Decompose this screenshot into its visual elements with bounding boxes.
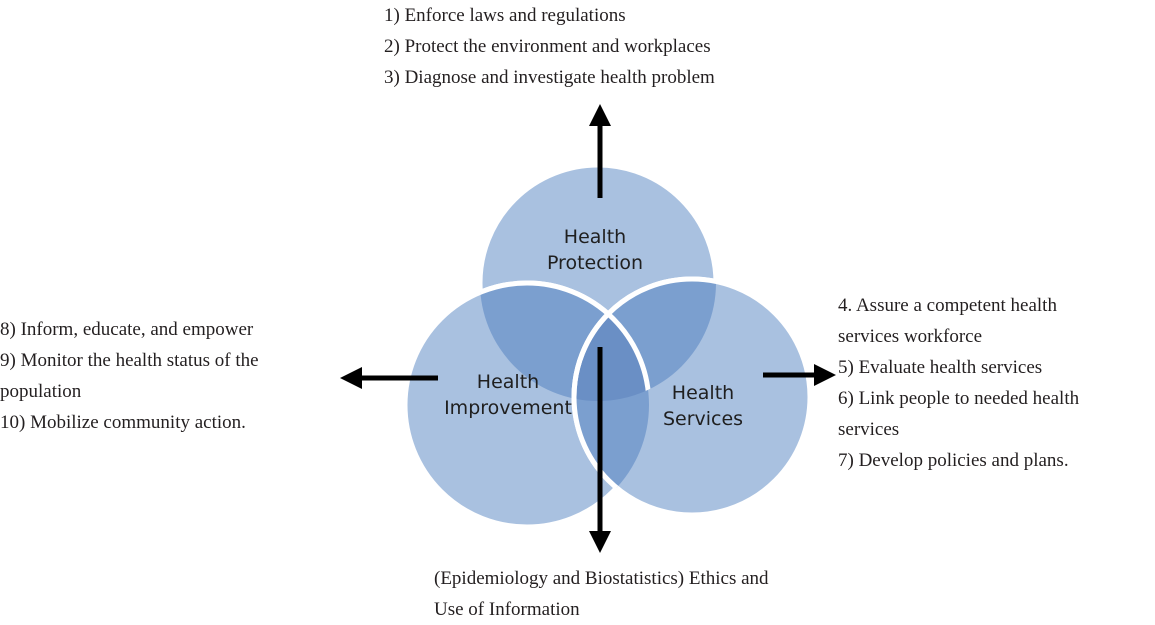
list-item: services workforce <box>838 326 983 347</box>
list-item: 3) Diagnose and investigate health probl… <box>384 67 715 88</box>
list-item: 9) Monitor the health status of the <box>0 350 259 371</box>
arrow-left <box>340 367 438 389</box>
protection-functions-list: 1) Enforce laws and regulations 2) Prote… <box>384 0 715 93</box>
list-item: 4. Assure a competent health <box>838 295 1057 316</box>
label-line: Protection <box>546 252 644 274</box>
services-functions-list: 4. Assure a competent health services wo… <box>838 290 1079 476</box>
health-protection-label: Health Protection <box>520 224 670 276</box>
list-item: 2) Protect the environment and workplace… <box>384 36 711 57</box>
label-line: Health <box>476 371 540 393</box>
list-item: population <box>0 381 82 402</box>
list-item: 6) Link people to needed health <box>838 388 1080 409</box>
label-line: Services <box>662 408 744 430</box>
list-item: 7) Develop policies and plans. <box>838 450 1069 471</box>
list-item: services <box>838 419 900 440</box>
list-item: Use of Information <box>434 599 580 620</box>
improvement-functions-list: 8) Inform, educate, and empower 9) Monit… <box>0 314 259 438</box>
label-line: Health <box>563 226 627 248</box>
label-line: Improvement <box>444 397 572 419</box>
health-services-label: Health Services <box>628 380 778 432</box>
label-line: Health <box>671 382 735 404</box>
health-improvement-label: Health Improvement <box>433 369 583 421</box>
list-item: (Epidemiology and Biostatistics) Ethics … <box>434 568 769 589</box>
arrow-up <box>589 104 611 198</box>
arrow-down <box>589 347 611 553</box>
core-functions-list: (Epidemiology and Biostatistics) Ethics … <box>434 563 769 625</box>
list-item: 1) Enforce laws and regulations <box>384 5 626 26</box>
arrow-right <box>763 364 836 386</box>
list-item: 5) Evaluate health services <box>838 357 1043 378</box>
list-item: 10) Mobilize community action. <box>0 412 246 433</box>
list-item: 8) Inform, educate, and empower <box>0 319 254 340</box>
